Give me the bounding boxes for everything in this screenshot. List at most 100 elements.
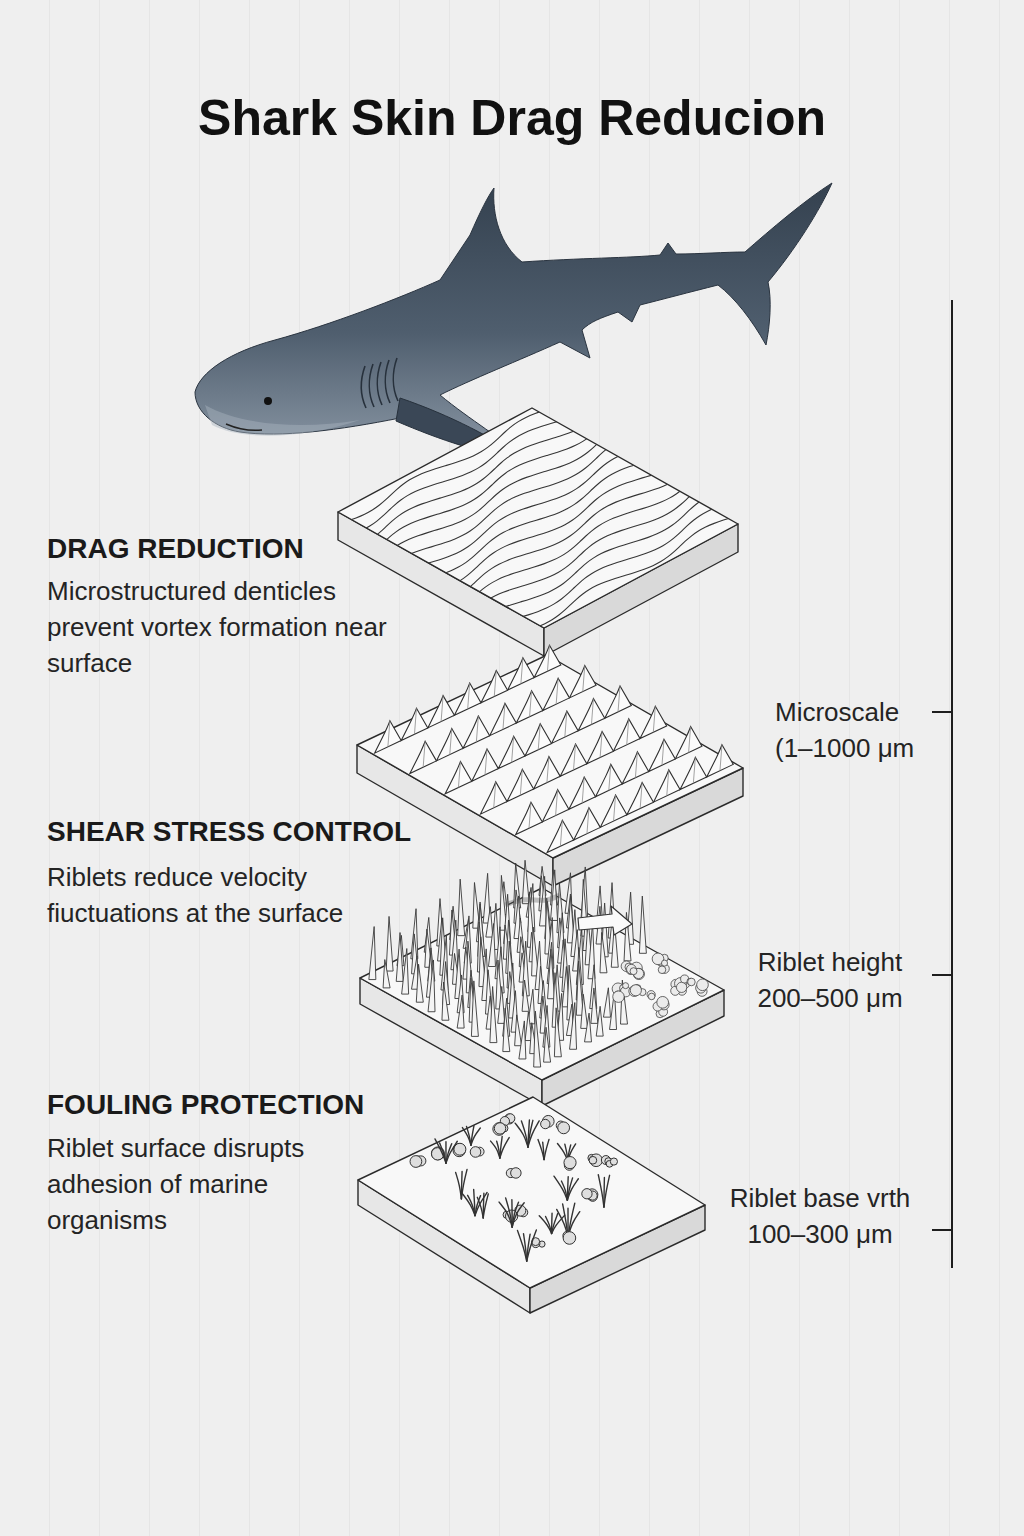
riblet-fin <box>516 802 543 834</box>
riblet-shade <box>662 739 664 765</box>
wave-line <box>387 436 605 552</box>
coral-branch <box>546 1216 552 1233</box>
fouling-tuft <box>630 968 637 975</box>
denticle-spike <box>498 986 505 1023</box>
riblet-fin <box>472 749 499 781</box>
riblet-shade <box>618 686 620 712</box>
fouling-blob <box>493 1123 506 1136</box>
fouling-blob <box>589 1156 597 1164</box>
riblet-fin <box>552 711 579 743</box>
coral-branch <box>435 1139 446 1163</box>
denticle-spike <box>600 932 607 972</box>
denticle-spike <box>515 1015 522 1046</box>
riblet-shade <box>494 782 496 808</box>
coral-branch <box>506 1198 513 1227</box>
shark-body <box>195 183 832 455</box>
riblet-shade <box>627 719 629 745</box>
fouling-blob <box>582 1189 592 1199</box>
riblet-shade <box>485 749 487 775</box>
denticle-spike <box>458 879 465 936</box>
riblet-shade <box>503 703 505 729</box>
riblet-shade <box>653 706 655 732</box>
riblet-shade <box>720 745 722 771</box>
fouling-blob <box>563 1232 576 1245</box>
riblet-fin <box>410 741 437 773</box>
denticle-spike <box>457 995 464 1028</box>
riblet-fin <box>480 782 507 814</box>
slab-relief <box>410 1114 617 1261</box>
section-description: Microstructured denticles prevent vortex… <box>47 573 397 681</box>
coral-branch <box>440 1143 446 1163</box>
riblet-shade <box>530 691 532 717</box>
riblet-fin <box>445 762 472 794</box>
riblet-shade <box>476 716 478 742</box>
wave-line <box>432 461 649 578</box>
slab-relief <box>375 645 734 852</box>
fouling-blob <box>494 1123 505 1134</box>
denticle-spike <box>522 980 529 1011</box>
wave-line <box>448 470 665 587</box>
scale-tick <box>932 1229 952 1231</box>
denticle-spike <box>503 1008 510 1051</box>
riblet-shade <box>582 777 584 803</box>
surface-slab <box>337 407 743 656</box>
denticle-spike <box>522 860 529 903</box>
surface-layers <box>337 407 743 1313</box>
coral-branch <box>604 1175 610 1207</box>
denticle-spike <box>428 960 435 1012</box>
wave-line <box>526 514 743 631</box>
riblet-shade <box>547 757 549 783</box>
riblet-fin <box>680 757 707 789</box>
surface-slab <box>358 1097 705 1313</box>
coral-branch <box>567 1179 578 1200</box>
riblet-fin <box>675 727 702 759</box>
denticle-spike <box>570 1003 577 1050</box>
denticle-spike <box>442 982 449 1020</box>
denticle-spike <box>603 988 610 1017</box>
riblet-fin <box>587 731 614 763</box>
riblet-shade <box>512 736 514 762</box>
fouling-tuft <box>623 983 629 989</box>
section-description: Riblet surface disrupts adhesion of mari… <box>47 1130 337 1238</box>
section-description: Riblets reduce velocity fiuctuations at … <box>47 859 347 931</box>
coral-branch <box>467 1126 471 1145</box>
riblet-fin <box>649 739 676 771</box>
wave-line <box>480 489 698 605</box>
riblet-shade <box>494 670 496 696</box>
scale-line <box>951 300 953 1268</box>
coral-branch <box>554 1176 567 1200</box>
riblet-fin <box>574 808 601 840</box>
fouling-blob <box>541 1119 550 1128</box>
diagram-title: Shark Skin Drag Reducion <box>0 88 1024 148</box>
fouling-tuft <box>630 985 641 996</box>
shark-illustration <box>195 183 832 458</box>
denticle-spike <box>396 933 403 982</box>
denticle-spike <box>596 1006 603 1036</box>
riblet-fin <box>481 670 508 702</box>
wave-line <box>337 407 554 524</box>
riblet-fin <box>640 706 667 738</box>
riblet-shade <box>547 645 549 671</box>
coral-branch <box>491 1141 500 1158</box>
fouling-blob <box>590 1154 603 1167</box>
shark-gill <box>361 366 366 408</box>
riblet-shade <box>609 764 611 790</box>
riblet-shade <box>693 757 695 783</box>
denticle-spike <box>581 994 588 1028</box>
riblet-shade <box>591 699 593 725</box>
riblet-fin <box>622 752 649 784</box>
fouling-blob <box>511 1168 521 1178</box>
coral-branch <box>544 1139 549 1159</box>
riblet-shade <box>574 744 576 770</box>
denticle-spike <box>383 960 390 988</box>
riblet-fin <box>596 764 623 796</box>
wave-line <box>354 417 571 534</box>
riblet-shade <box>538 724 540 750</box>
coral-branch <box>598 1175 604 1207</box>
riblet-fin <box>436 729 463 761</box>
coral-branch <box>517 1230 526 1261</box>
shark-gill <box>385 360 390 403</box>
surface-slab <box>360 860 724 1106</box>
